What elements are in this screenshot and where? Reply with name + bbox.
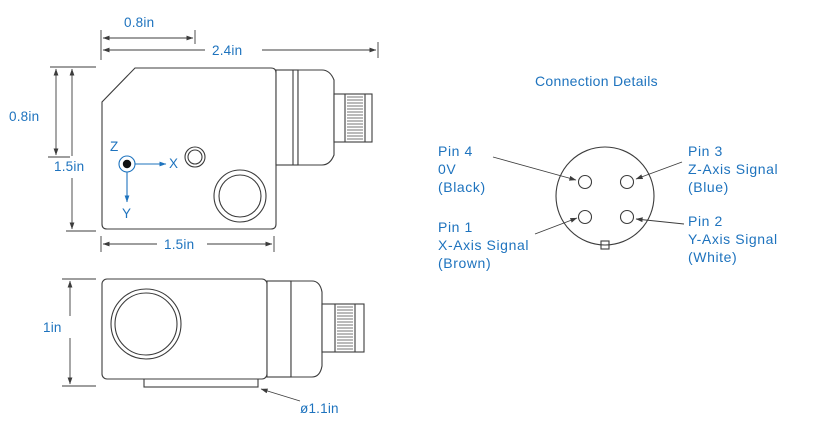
connector-flange-side [266,280,292,378]
large-through-hole [110,288,182,360]
pin-1-label: Pin 1 X-Axis Signal (Brown) [438,219,529,271]
svg-text:Pin 1: Pin 1 [438,219,473,235]
connection-details: Connection Details Pin 4 0V (Black) Pin … [438,73,778,271]
svg-text:(Black): (Black) [438,179,486,195]
connector-face [555,146,655,246]
bottom-view-dimensions: 1in ø1.1in [43,278,339,416]
connector-flange [275,69,299,166]
dim-mount-diameter: ø1.1in [300,401,339,416]
dim-offset-y: 0.8in [9,109,39,124]
pin-2-socket [619,209,635,225]
svg-text:X-Axis Signal: X-Axis Signal [438,237,529,253]
pin-4-label: Pin 4 0V (Black) [438,143,486,195]
pin-3-label: Pin 3 Z-Axis Signal (Blue) [688,143,778,195]
svg-text:(Brown): (Brown) [438,255,491,271]
svg-text:0V: 0V [438,161,456,177]
thread-lines-side [337,306,353,350]
svg-text:Pin 2: Pin 2 [688,213,723,229]
y-axis-label: Y [122,206,131,221]
x-axis-label: X [169,156,178,171]
large-mounting-hole [213,169,267,223]
svg-text:Pin 3: Pin 3 [688,143,723,159]
connector-body [297,69,335,166]
svg-text:(Blue): (Blue) [688,179,729,195]
axis-indicator: Z X Y [110,139,178,221]
front-view-dimensions: 0.8in 2.4in 1.5in 0.8in 1.5in [9,15,379,252]
connection-title: Connection Details [535,73,658,89]
small-mounting-hole [184,146,206,168]
dim-height-total: 1.5in [54,159,84,174]
svg-text:Pin 4: Pin 4 [438,143,473,159]
housing-side-outline [101,278,268,380]
pin-4-socket [577,174,593,190]
z-axis-label: Z [110,139,118,154]
svg-text:(White): (White) [688,249,737,265]
pin-2-label: Pin 2 Y-Axis Signal (White) [688,213,778,265]
dim-base-width: 1.5in [164,237,194,252]
thread-lines [347,96,363,140]
bottom-view [101,278,365,388]
keyway-notch [600,240,610,250]
dim-depth: 1in [43,320,62,335]
svg-text:Y-Axis Signal: Y-Axis Signal [688,231,778,247]
pin-3-socket [619,174,635,190]
svg-text:Z-Axis Signal: Z-Axis Signal [688,161,778,177]
pin-1-socket [577,209,593,225]
connector-body-side [290,280,323,378]
front-view: Z X Y [101,67,373,230]
dim-offset-x: 0.8in [124,15,154,30]
dim-width-total: 2.4in [212,43,242,58]
